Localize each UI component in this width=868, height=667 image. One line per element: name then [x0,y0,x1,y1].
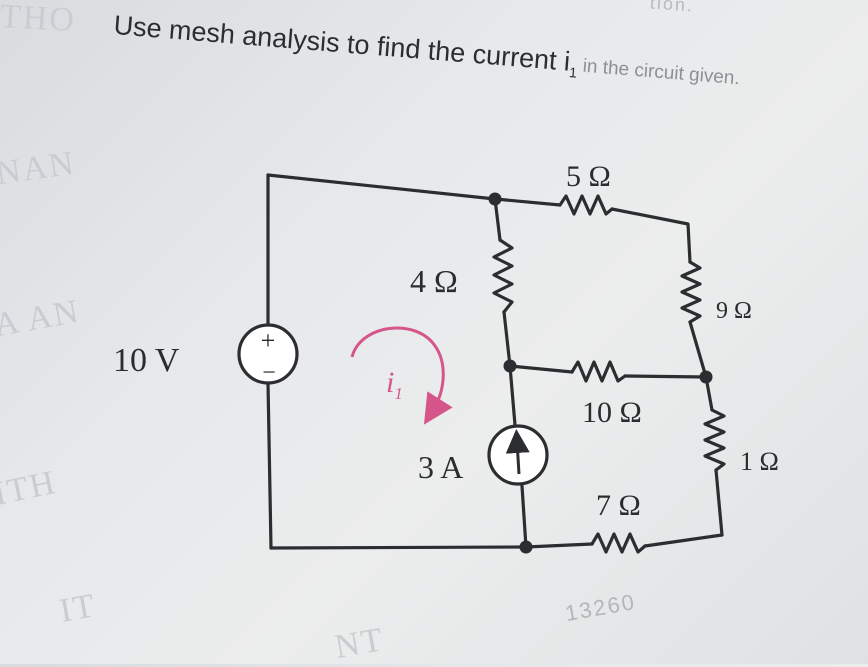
wire-1-bottom [714,468,724,537]
current-source-label: 3 A [418,449,463,485]
voltage-source-label: 10 V [113,342,180,379]
resistor-4-zigzag [492,238,514,314]
resistor-9-zigzag [680,260,702,324]
resistor-10-label: 10 Ω [582,396,642,429]
wire-top-right-a [493,197,562,207]
mesh-current-subscript: 1 [394,384,403,403]
resistor-10-zigzag [570,360,627,383]
resistor-5-label: 5 Ω [566,160,611,193]
resistor-7-zigzag [590,532,647,554]
junction-top [488,192,502,206]
resistor-5-zigzag [558,194,614,216]
wire-source-to-bottom [520,484,528,549]
wire-bottom-left [269,545,528,550]
wire-top [266,173,497,201]
wire-10-left [508,364,574,374]
mesh-current-arrow-icon [350,326,453,425]
wire-mid-lower [502,310,512,368]
mesh-current-label: i1 [386,366,403,403]
wire-mid-top [493,197,502,242]
current-source-arrow-icon [505,429,530,475]
current-source [487,424,549,486]
resistor-7-label: 7 Ω [596,489,641,522]
voltage-source: + − [237,323,299,386]
junction-bottom [519,540,533,554]
wire-bottom-right [643,533,724,548]
wire-left-bottom [266,381,273,550]
wire-10-right [623,374,708,379]
junction-middle [503,359,517,373]
resistor-4-label: 4 Ω [410,263,458,299]
wire-mid-to-source [508,364,517,427]
wire-9-lower [688,320,708,379]
resistor-1-label: 1 Ω [740,447,779,476]
wire-top-right-b [610,207,692,264]
resistor-9-label: 9 Ω [716,298,752,324]
voltage-source-minus: − [262,360,276,386]
resistor-1-zigzag [703,408,726,472]
junction-right [699,370,713,384]
wire-bottom-mid [524,542,594,549]
voltage-source-plus: + [261,326,276,355]
mesh-current-symbol: i [386,366,394,399]
